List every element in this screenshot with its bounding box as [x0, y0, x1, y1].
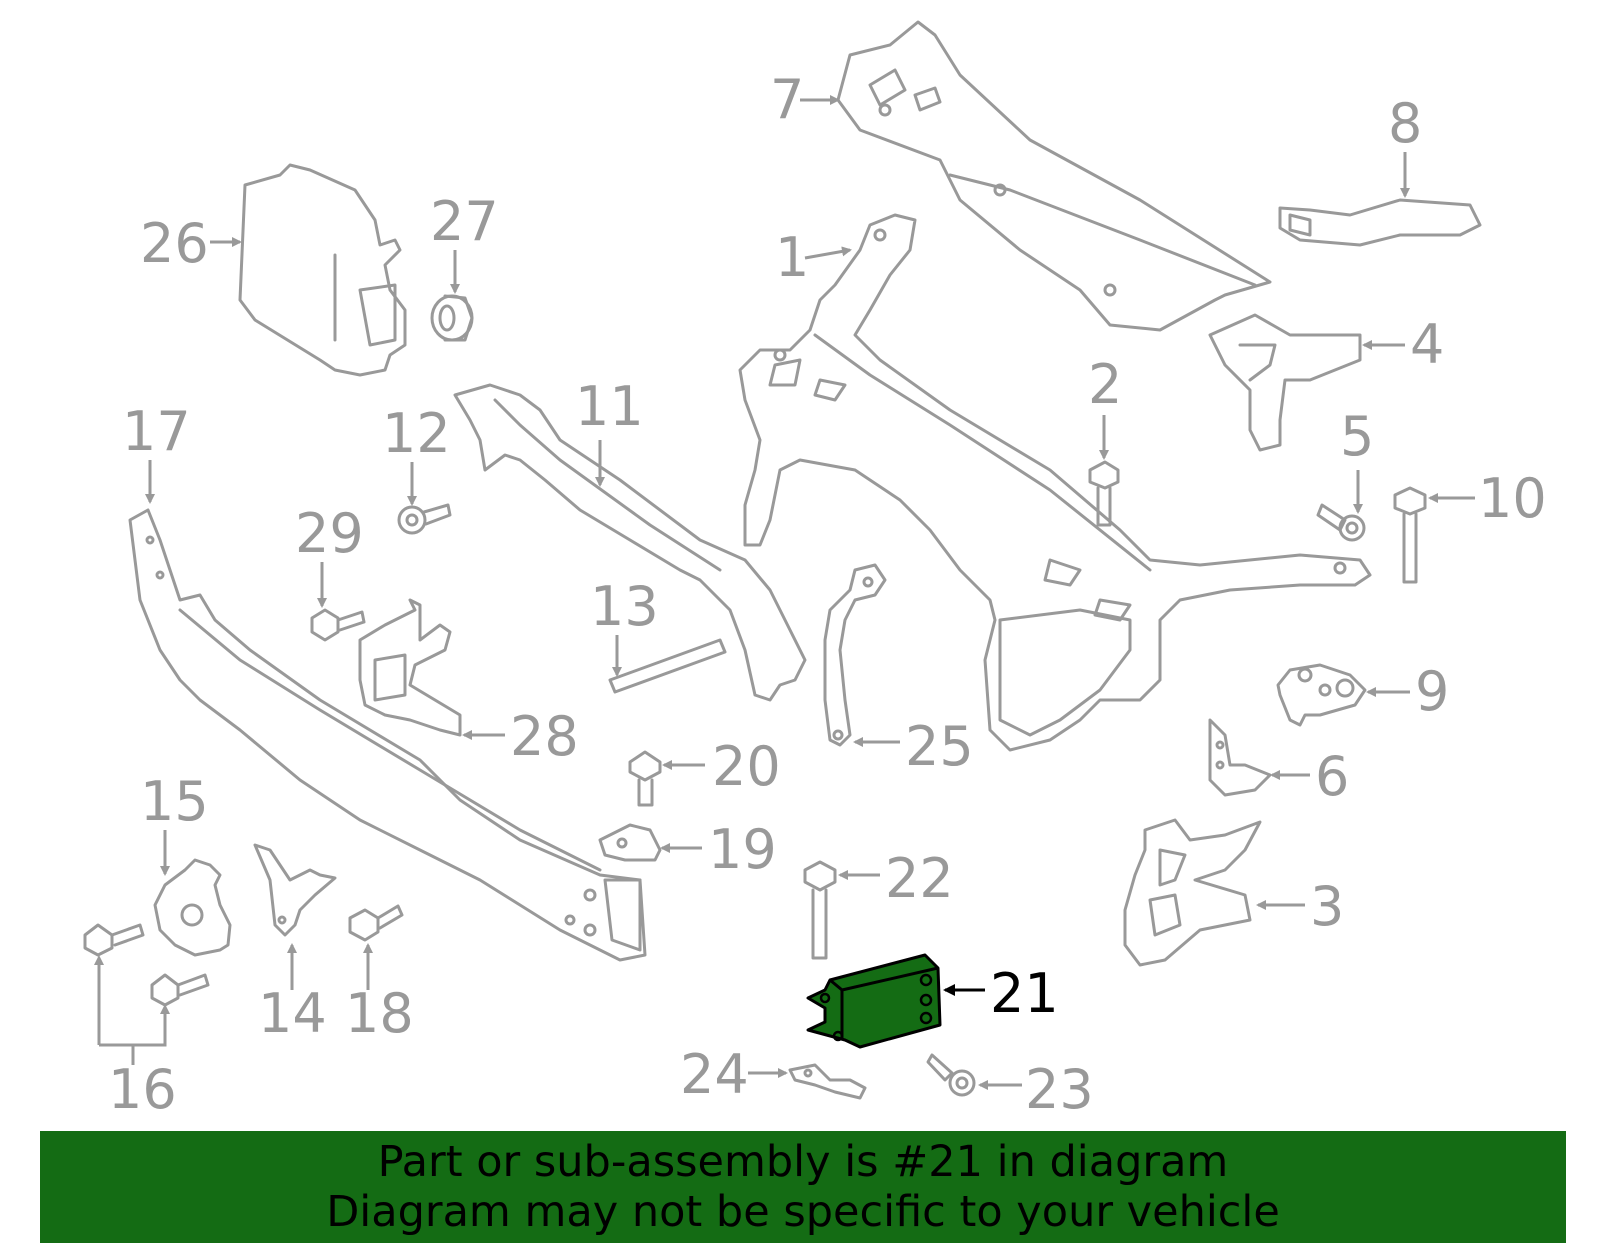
part-21-bracket-highlighted — [806, 953, 942, 1049]
part-9-bracket — [1276, 663, 1367, 727]
callout-24: 24 — [680, 1043, 749, 1106]
part-5-bolt — [1316, 503, 1366, 542]
callout-4: 4 — [1410, 313, 1444, 376]
part-4-bracket — [1208, 313, 1362, 452]
parts-diagram: 7 8 4 1 2 5 10 — [83, 20, 1547, 1121]
part-3-bracket — [1123, 818, 1262, 967]
callout-22: 22 — [885, 847, 954, 910]
callout-12: 12 — [382, 402, 451, 465]
part-28-bracket — [358, 598, 462, 737]
part-13-strip — [608, 638, 727, 694]
part-10-bolt — [1393, 486, 1427, 584]
part-15-bracket — [153, 858, 232, 957]
callout-26: 26 — [140, 212, 209, 275]
part-22-bolt — [803, 860, 837, 960]
part-6-bracket — [1208, 718, 1272, 797]
part-2-bolt — [1088, 460, 1120, 527]
callout-14: 14 — [258, 982, 327, 1045]
arrow-1 — [804, 246, 852, 260]
callout-21: 21 — [990, 962, 1059, 1025]
part-25-rod — [823, 563, 887, 747]
callout-18: 18 — [345, 982, 414, 1045]
part-1-radiator-support — [738, 213, 1372, 752]
callout-19: 19 — [708, 818, 777, 881]
part-14-bracket — [253, 843, 337, 937]
part-12-bolt — [397, 503, 452, 535]
callout-17: 17 — [122, 400, 191, 463]
part-11-crossmember — [453, 383, 807, 702]
callout-16: 16 — [108, 1058, 177, 1121]
callout-10: 10 — [1478, 467, 1547, 530]
part-18-bolt — [348, 904, 404, 942]
callout-27: 27 — [430, 190, 499, 253]
callout-3: 3 — [1310, 875, 1344, 938]
callout-1: 1 — [775, 226, 809, 289]
banner-line-part-number: Part or sub-assembly is #21 in diagram — [377, 1137, 1229, 1187]
callout-29: 29 — [295, 502, 364, 565]
callout-28: 28 — [510, 705, 579, 768]
callout-8: 8 — [1388, 92, 1422, 155]
banner-line-disclaimer: Diagram may not be specific to your vehi… — [326, 1187, 1280, 1237]
part-7-upper-tie-bar — [836, 20, 1272, 332]
callout-5: 5 — [1340, 405, 1374, 468]
part-23-bolt — [926, 1053, 976, 1097]
part-20-bolt — [628, 750, 662, 807]
callout-2: 2 — [1088, 353, 1122, 416]
part-29-bolt — [310, 608, 366, 642]
callout-20: 20 — [712, 735, 781, 798]
callout-11: 11 — [575, 375, 644, 438]
arrow-16 — [97, 960, 167, 1065]
part-16-bolts — [83, 923, 210, 1007]
part-8-bracket — [1278, 198, 1482, 247]
part-26-module — [238, 163, 407, 377]
callout-7: 7 — [770, 68, 804, 131]
callout-15: 15 — [140, 770, 209, 833]
callout-23: 23 — [1025, 1058, 1094, 1121]
callout-6: 6 — [1315, 745, 1349, 808]
part-19-bracket — [598, 823, 662, 862]
part-27-grommet — [430, 294, 474, 342]
info-banner: Part or sub-assembly is #21 in diagram D… — [40, 1131, 1566, 1243]
part-24-bracket — [788, 1063, 867, 1100]
callout-9: 9 — [1415, 660, 1449, 723]
callout-13: 13 — [590, 575, 659, 638]
part-17-bumper-beam — [128, 508, 647, 962]
callout-25: 25 — [905, 715, 974, 778]
